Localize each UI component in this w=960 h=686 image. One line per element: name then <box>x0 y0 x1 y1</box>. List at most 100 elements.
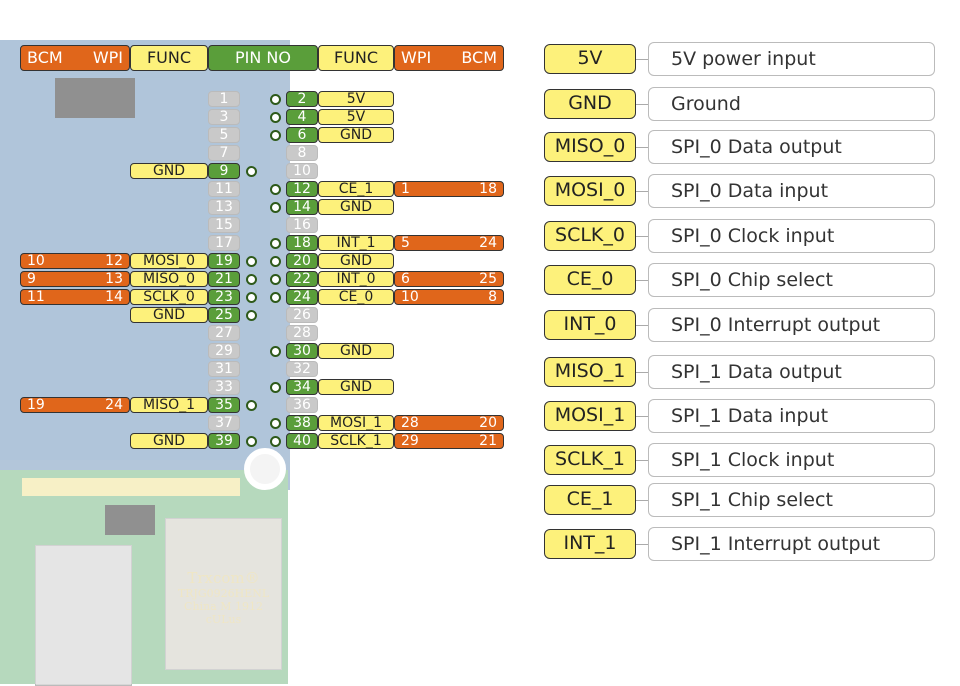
pin-39: 39 <box>208 433 240 449</box>
inductor <box>105 505 155 535</box>
legend-key-sclk_1: SCLK_1 <box>544 445 636 475</box>
func-right-14: GND <box>318 199 394 215</box>
pin-33: 33 <box>208 379 240 395</box>
pin-5: 5 <box>208 127 240 143</box>
wpi-bcm-right-24: 10 8 <box>394 289 504 305</box>
pin-connector-icon <box>246 256 257 267</box>
wpi-value: 14 <box>105 289 123 305</box>
legend-desc-int_1: SPI_1 Interrupt output <box>648 527 935 561</box>
legend-connector <box>636 236 648 237</box>
ethernet-port: Trxcom® TRJG0926HENL China M 1912 cULus <box>165 518 282 670</box>
pin-connector-icon <box>270 436 281 447</box>
func-right-20: GND <box>318 253 394 269</box>
legend-key-miso_0: MISO_0 <box>544 132 636 162</box>
pin-connector-icon <box>270 292 281 303</box>
pin-connector-icon <box>270 202 281 213</box>
pin-connector-icon <box>270 184 281 195</box>
legend-desc-miso_1: SPI_1 Data output <box>648 355 935 389</box>
header-right-bcm: BCM <box>461 48 497 67</box>
wpi-value: 13 <box>105 271 123 287</box>
bcm-value: 9 <box>27 271 36 287</box>
legend-desc-sclk_0: SPI_0 Clock input <box>648 219 935 253</box>
header-left-wpi: WPI <box>92 48 123 67</box>
legend-desc-mosi_0: SPI_0 Data input <box>648 174 935 208</box>
legend-key-ce_0: CE_0 <box>544 265 636 295</box>
rj45-origin: China M 1912 <box>184 600 263 613</box>
func-left-23: SCLK_0 <box>130 289 208 305</box>
wpi-value: 12 <box>105 253 123 269</box>
legend-connector <box>636 544 648 545</box>
pin-27: 27 <box>208 325 240 341</box>
func-right-18: INT_1 <box>318 235 394 251</box>
legend-connector <box>636 372 648 373</box>
func-right-2: 5V <box>318 91 394 107</box>
legend-key-sclk_0: SCLK_0 <box>544 221 636 251</box>
pin-1: 1 <box>208 91 240 107</box>
pin-22: 22 <box>286 271 318 287</box>
legend-key-int_0: INT_0 <box>544 310 636 340</box>
func-right-30: GND <box>318 343 394 359</box>
pin-connector-icon <box>270 238 281 249</box>
pin-20: 20 <box>286 253 318 269</box>
pin-6: 6 <box>286 127 318 143</box>
func-right-38: MOSI_1 <box>318 415 394 431</box>
bcm-value: 19 <box>27 397 45 413</box>
legend-key-mosi_0: MOSI_0 <box>544 176 636 206</box>
pin-31: 31 <box>208 361 240 377</box>
board-fade-overlay <box>0 40 290 684</box>
func-right-22: INT_0 <box>318 271 394 287</box>
pin-connector-icon <box>246 400 257 411</box>
pin-connector-icon <box>270 274 281 285</box>
usb-port <box>35 545 132 686</box>
pin-23: 23 <box>208 289 240 305</box>
legend-desc-sclk_1: SPI_1 Clock input <box>648 443 935 477</box>
legend-desc-int_0: SPI_0 Interrupt output <box>648 308 935 342</box>
legend-connector <box>636 280 648 281</box>
header-left-bcm: BCM <box>27 48 63 67</box>
pin-28: 28 <box>286 325 318 341</box>
header-right-wpi: WPI <box>401 48 432 67</box>
pin-connector-icon <box>270 94 281 105</box>
pin-13: 13 <box>208 199 240 215</box>
pin-32: 32 <box>286 361 318 377</box>
legend-connector <box>636 460 648 461</box>
pin-16: 16 <box>286 217 318 233</box>
wpi-value: 8 <box>488 289 497 305</box>
pin-4: 4 <box>286 109 318 125</box>
pin-connector-icon <box>270 346 281 357</box>
pin-14: 14 <box>286 199 318 215</box>
legend-connector <box>636 104 648 105</box>
header-right-func: FUNC <box>318 45 394 71</box>
legend-connector <box>636 147 648 148</box>
legend-desc-gnd: Ground <box>648 87 935 121</box>
header-right-wpi-bcm: WPI BCM <box>394 45 504 71</box>
func-right-12: CE_1 <box>318 181 394 197</box>
bcm-wpi-left-21: 9 13 <box>20 271 130 287</box>
legend-desc-mosi_1: SPI_1 Data input <box>648 399 935 433</box>
chip <box>55 78 135 118</box>
bcm-value: 10 <box>401 289 419 305</box>
pin-30: 30 <box>286 343 318 359</box>
func-right-34: GND <box>318 379 394 395</box>
legend-connector <box>636 325 648 326</box>
func-left-19: MOSI_0 <box>130 253 208 269</box>
func-left-9: GND <box>130 163 208 179</box>
pin-21: 21 <box>208 271 240 287</box>
pin-connector-icon <box>246 166 257 177</box>
pin-connector-icon <box>246 274 257 285</box>
pin-2: 2 <box>286 91 318 107</box>
legend-key-gnd: GND <box>544 89 636 119</box>
rj45-brand: Trxcom® <box>187 569 260 587</box>
func-left-39: GND <box>130 433 208 449</box>
pin-connector-icon <box>246 310 257 321</box>
pin-11: 11 <box>208 181 240 197</box>
pin-17: 17 <box>208 235 240 251</box>
bcm-value: 11 <box>27 289 45 305</box>
header-pin-no: PIN NO <box>208 45 318 71</box>
pin-connector-icon <box>270 130 281 141</box>
pin-29: 29 <box>208 343 240 359</box>
